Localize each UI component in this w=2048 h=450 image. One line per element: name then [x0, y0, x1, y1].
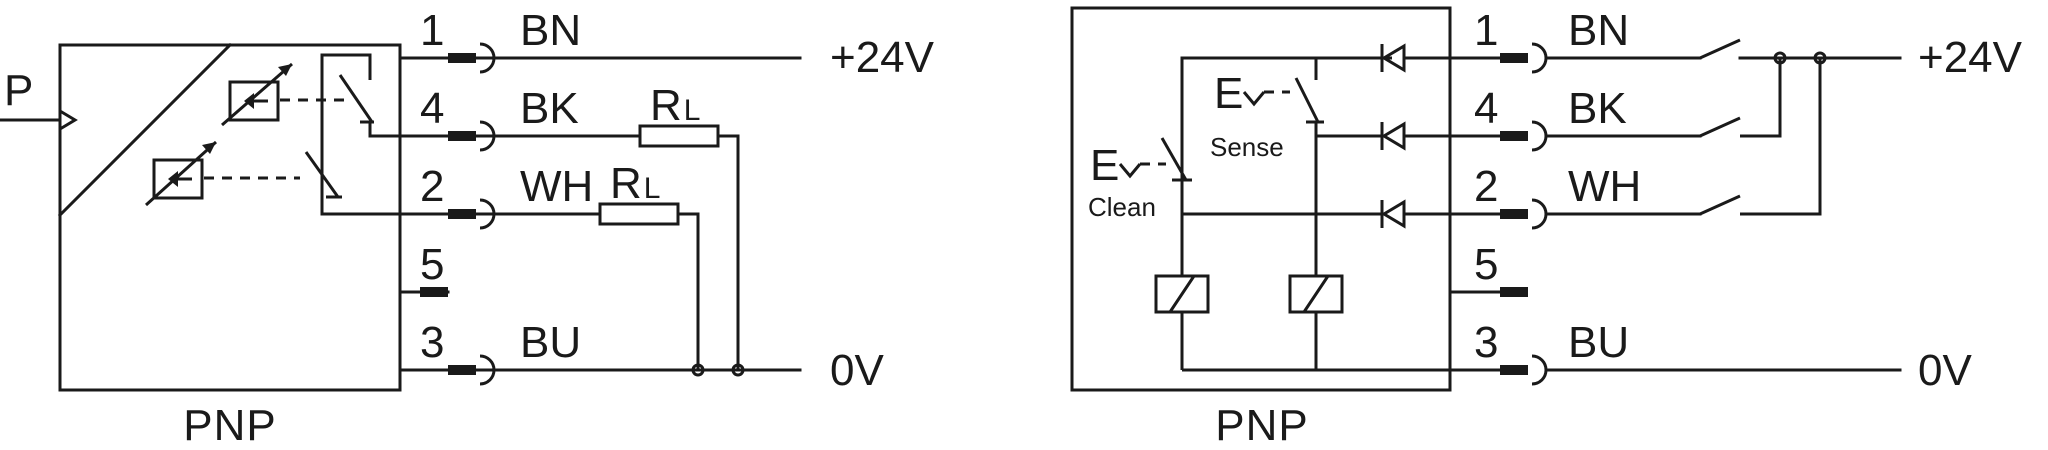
left-pin2-color: WH	[520, 162, 593, 211]
left-supply-neg: 0V	[830, 346, 884, 395]
left-junction-a	[691, 363, 705, 377]
right-ext-rail-pin4	[1740, 58, 1782, 138]
right-supply-neg: 0V	[1918, 346, 1972, 395]
right-sense-switch-icon	[1294, 58, 1324, 276]
right-clean-pushbutton-icon	[1118, 163, 1142, 179]
left-pin2-num: 2	[420, 162, 444, 211]
left-pin4-color: BK	[520, 84, 579, 133]
right-coil-sense-icon	[1288, 274, 1344, 370]
right-clean-switch-icon	[1160, 130, 1192, 182]
right-pin2-num: 2	[1474, 162, 1498, 211]
left-pin3-color: BU	[520, 318, 581, 367]
left-setpoint-lower-icon	[144, 140, 218, 207]
right-pin3-color: BU	[1568, 318, 1629, 367]
right-ext-rail-pin2	[1740, 58, 1822, 216]
left-pin3-num: 3	[420, 318, 444, 367]
right-ext-switch-pin4-icon	[1699, 116, 1741, 138]
left-pin1-color: BN	[520, 6, 581, 55]
left-pin4-num: 4	[420, 84, 444, 133]
right-clean-letter: E	[1090, 141, 1119, 190]
left-rl-label-pin4: RL	[650, 81, 700, 130]
right-clean-label: Clean	[1088, 192, 1156, 222]
right-pin2-color: WH	[1568, 162, 1641, 211]
right-top-rail	[1180, 56, 1392, 215]
right-pin5-num: 5	[1474, 240, 1498, 289]
right-pin1-num: 1	[1474, 6, 1498, 55]
left-input-label: P	[4, 66, 33, 115]
left-switch-pin2-icon	[304, 110, 470, 216]
left-junction-b	[731, 363, 745, 377]
right-diode-pin2-icon	[1182, 199, 1450, 229]
right-sense-pushbutton-icon	[1242, 91, 1266, 107]
left-input-arrow	[59, 109, 78, 131]
right-junction-b	[1813, 51, 1827, 65]
right-sense-label: Sense	[1210, 132, 1284, 162]
left-resistor-pin2-return	[678, 212, 700, 370]
right-sensor-housing	[1070, 6, 1452, 392]
right-diode-pin1-icon	[1340, 43, 1450, 73]
right-diagram: E Sense E Clean	[1070, 6, 2023, 450]
right-junction-a	[1773, 51, 1787, 65]
left-pin5-num: 5	[420, 240, 444, 289]
left-connectors	[420, 42, 496, 386]
right-coil-clean-icon	[1154, 214, 1210, 370]
left-caption: PNP	[183, 401, 276, 450]
right-sense-letter: E	[1214, 69, 1243, 118]
right-connectors	[1500, 42, 1548, 386]
right-supply-pos: +24V	[1918, 33, 2023, 82]
left-setpoint-upper-icon	[221, 62, 293, 127]
left-switch-pin4-icon	[320, 53, 470, 138]
right-ext-switch-pin2-icon	[1699, 194, 1741, 216]
right-pin4-num: 4	[1474, 84, 1498, 133]
right-caption: PNP	[1215, 401, 1308, 450]
left-pin1-num: 1	[420, 6, 444, 55]
left-supply-pos: +24V	[830, 33, 935, 82]
left-diagram: P	[0, 6, 935, 450]
left-resistor-pin4-return	[718, 134, 740, 370]
right-pin1-color: BN	[1568, 6, 1629, 55]
left-housing-diagonal	[57, 42, 233, 218]
left-rl-label-pin2: RL	[610, 159, 660, 208]
right-pin4-color: BK	[1568, 84, 1627, 133]
right-ext-switch-pin1-icon	[1699, 38, 1741, 60]
right-diode-pin4-icon	[1316, 121, 1450, 151]
right-pin3-num: 3	[1474, 318, 1498, 367]
